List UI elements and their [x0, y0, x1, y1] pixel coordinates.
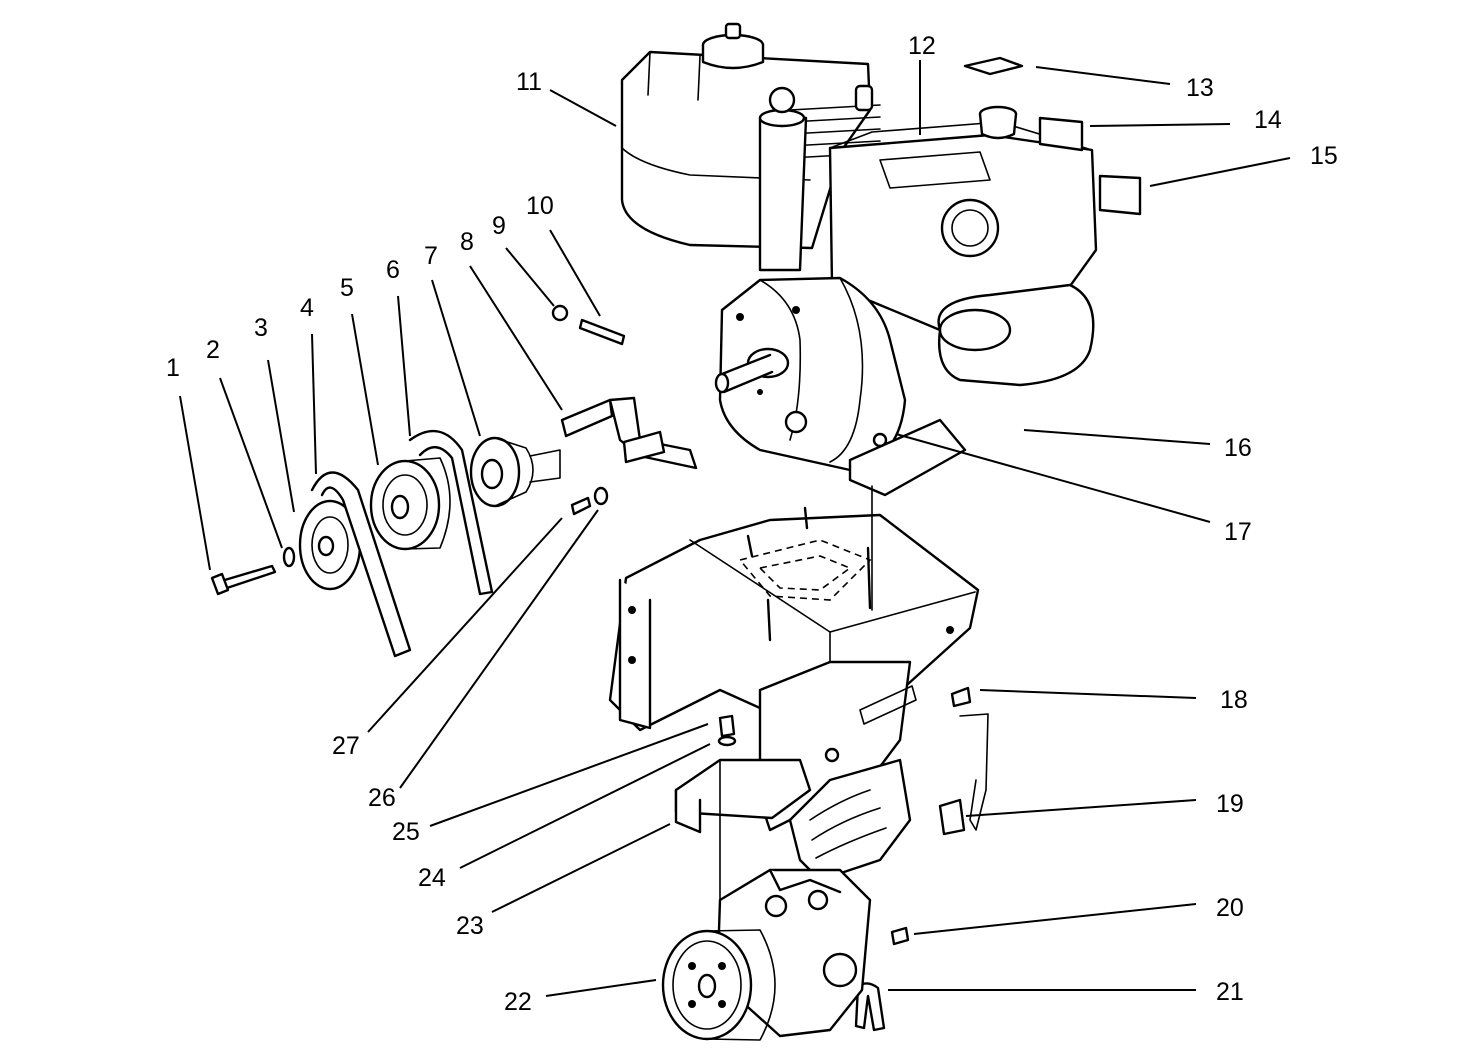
callout-labels: 1 2 3 4 5 6 7 8 9 10 11 12 13 14 15 16 1… — [166, 32, 1338, 1016]
callout-17: 17 — [1224, 518, 1252, 546]
leader-lines — [179, 60, 1291, 997]
callout-23: 23 — [456, 912, 484, 940]
callout-27: 27 — [332, 732, 360, 760]
pulley-belt-stack — [210, 429, 561, 658]
callout-3: 3 — [254, 314, 268, 342]
callout-20: 20 — [1216, 894, 1244, 922]
callout-22: 22 — [504, 988, 532, 1016]
callout-16: 16 — [1224, 434, 1252, 462]
decals — [963, 56, 1142, 216]
gearbox-assembly — [661, 485, 912, 1041]
callout-11: 11 — [516, 68, 542, 96]
callout-6: 6 — [386, 256, 400, 284]
callout-7: 7 — [424, 242, 438, 270]
callout-2: 2 — [206, 336, 220, 364]
callout-4: 4 — [300, 294, 314, 322]
callout-21: 21 — [1216, 978, 1244, 1006]
bracket-hardware — [551, 304, 698, 516]
callout-8: 8 — [460, 228, 474, 256]
callout-26: 26 — [368, 784, 396, 812]
frame-hardware — [717, 686, 989, 1032]
callout-19: 19 — [1216, 790, 1244, 818]
callout-18: 18 — [1220, 686, 1248, 714]
callout-15: 15 — [1310, 142, 1338, 170]
callout-25: 25 — [392, 818, 420, 846]
callout-24: 24 — [418, 864, 446, 892]
callout-9: 9 — [492, 212, 506, 240]
callout-12: 12 — [908, 32, 936, 60]
callout-14: 14 — [1254, 106, 1282, 134]
callout-13: 13 — [1186, 74, 1214, 102]
callout-5: 5 — [340, 274, 354, 302]
callout-1: 1 — [166, 354, 180, 382]
callout-10: 10 — [526, 192, 554, 220]
engine-assembly — [620, 22, 1098, 497]
